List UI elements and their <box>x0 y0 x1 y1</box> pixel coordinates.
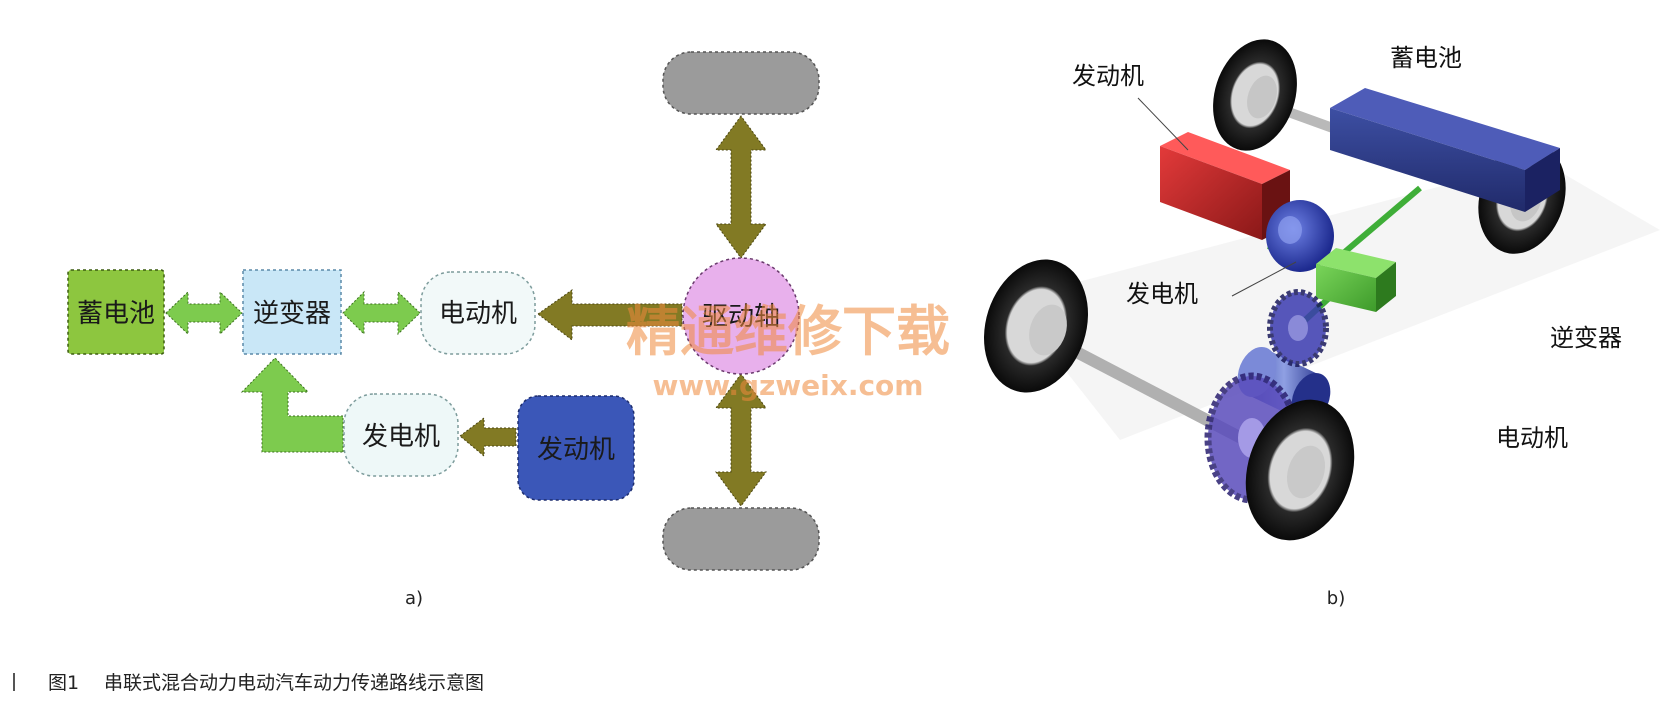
bottom-wheel <box>662 507 820 571</box>
motor-label: 电动机 <box>439 299 517 329</box>
diagram-a: 驱动轴 蓄电池 逆变器 电动机 发电机 <box>67 51 820 609</box>
generator-node <box>343 393 459 477</box>
diagram-b-sublabel: b) <box>1327 588 1345 609</box>
axle-top-wheel-arrow <box>715 115 767 259</box>
battery-label: 蓄电池 <box>77 299 155 329</box>
caption-marker <box>13 673 15 691</box>
top-wheel <box>662 51 820 115</box>
generator-inverter-arrow <box>240 357 344 453</box>
engine-leader-line <box>1137 97 1189 151</box>
inverter-node <box>242 269 342 355</box>
inverter-motor-arrow <box>342 290 421 336</box>
inverter-3d-label: 逆变器 <box>1550 324 1622 352</box>
rear-left-wheel <box>1213 39 1297 151</box>
watermark-url: www.gzweix.com <box>653 369 924 402</box>
figure-caption: 图1 串联式混合动力电动汽车动力传递路线示意图 <box>48 672 484 694</box>
engine-3d-label: 发动机 <box>1072 62 1144 90</box>
upper-gear <box>1267 289 1329 367</box>
inverter-label: 逆变器 <box>253 299 331 329</box>
drive-axle-node <box>682 257 800 375</box>
engine-label: 发动机 <box>537 435 615 465</box>
front-left-wheel <box>984 259 1088 393</box>
battery-3d-label: 蓄电池 <box>1390 44 1462 72</box>
motor-3d-label: 电动机 <box>1496 424 1568 452</box>
generator-leader-line <box>1231 261 1297 297</box>
battery-node <box>67 269 165 355</box>
watermark-text: 精通维修下载 <box>626 300 950 363</box>
front-right-wheel <box>1245 399 1355 541</box>
axle-bottom-wheel-arrow <box>715 373 767 507</box>
caption-figure-number: 图1 <box>48 672 79 694</box>
watermark: 精通维修下载 www.gzweix.com <box>626 300 950 402</box>
diagram-a-sublabel: a) <box>405 588 423 609</box>
generator-3d <box>1266 200 1334 272</box>
generator-label: 发电机 <box>362 422 440 452</box>
inverter-3d <box>1316 248 1396 312</box>
motor-axle-arrow <box>537 289 683 342</box>
battery-3d <box>1330 88 1560 212</box>
diagram-b: 发动机 蓄电池 发电机 逆变器 电动机 b) <box>984 39 1660 609</box>
inverter-battery-link <box>1338 185 1422 259</box>
drive-axle-label: 驱动轴 <box>702 302 780 332</box>
engine-node <box>517 395 635 501</box>
engine-generator-arrow <box>459 417 517 458</box>
motor-node <box>420 271 536 355</box>
battery-inverter-arrow <box>165 290 243 336</box>
caption-title: 串联式混合动力电动汽车动力传递路线示意图 <box>104 672 484 694</box>
generator-3d-label: 发电机 <box>1126 280 1198 308</box>
